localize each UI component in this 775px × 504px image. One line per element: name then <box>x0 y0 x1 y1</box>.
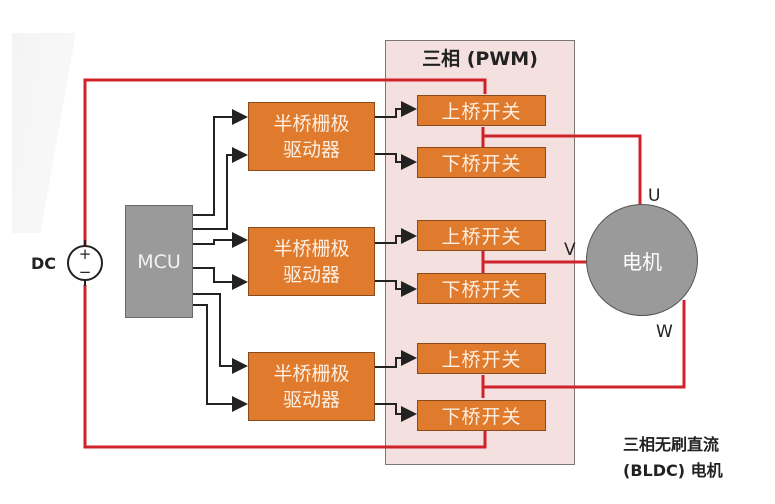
driver-label: 驱动器 <box>282 263 340 286</box>
caption-line: 三相无刷直流 <box>623 435 720 454</box>
high-side-switch-v: 上桥开关 <box>417 220 546 251</box>
phase-v-label: V <box>564 240 576 260</box>
signal-wire <box>193 293 248 374</box>
signal-wire <box>193 267 248 290</box>
dc-source-icon: + − <box>67 240 103 286</box>
signal-wire <box>374 350 417 368</box>
signal-wire <box>374 101 417 118</box>
high-side-switch-w: 上桥开关 <box>417 343 546 374</box>
signal-wire <box>374 280 417 297</box>
high-side-switch-u: 上桥开关 <box>417 95 546 126</box>
half-bridge-driver-2: 半桥栅极 驱动器 <box>248 227 375 296</box>
low-side-switch-v: 下桥开关 <box>417 273 546 304</box>
driver-label: 半桥栅极 <box>273 362 350 385</box>
diagram-caption: 三相无刷直流 (BLDC) 电机 <box>623 432 723 484</box>
negative-rail-wire <box>83 285 487 449</box>
dc-source-label: DC <box>31 254 57 273</box>
signal-wire <box>193 147 248 230</box>
background-decoration <box>12 33 82 233</box>
signal-wire <box>374 228 417 244</box>
low-side-switch-w: 下桥开关 <box>417 400 546 431</box>
svg-text:+: + <box>79 245 92 263</box>
phase-w-label: W <box>656 322 673 342</box>
half-bridge-driver-3: 半桥栅极 驱动器 <box>248 352 375 421</box>
phase-u-wire <box>483 134 642 205</box>
low-side-switch-u: 下桥开关 <box>417 147 546 178</box>
signal-wire <box>193 304 248 412</box>
driver-label: 半桥栅极 <box>273 112 350 135</box>
signal-wire <box>374 403 417 422</box>
signal-wire <box>193 109 248 216</box>
driver-label: 驱动器 <box>282 388 340 411</box>
motor: 电机 <box>586 204 698 316</box>
signal-wire <box>193 232 248 248</box>
mcu-block: MCU <box>125 205 193 318</box>
positive-rail-wire <box>83 78 487 245</box>
signal-wire <box>374 153 417 170</box>
driver-label: 半桥栅极 <box>273 237 350 260</box>
half-bridge-driver-1: 半桥栅极 驱动器 <box>248 102 375 171</box>
phase-u-label: U <box>648 186 661 206</box>
phase-w-wire <box>483 300 686 389</box>
caption-line: (BLDC) 电机 <box>623 461 723 480</box>
svg-text:−: − <box>79 263 92 281</box>
pwm-region-title: 三相 (PWM) <box>422 48 538 70</box>
driver-label: 驱动器 <box>282 138 340 161</box>
